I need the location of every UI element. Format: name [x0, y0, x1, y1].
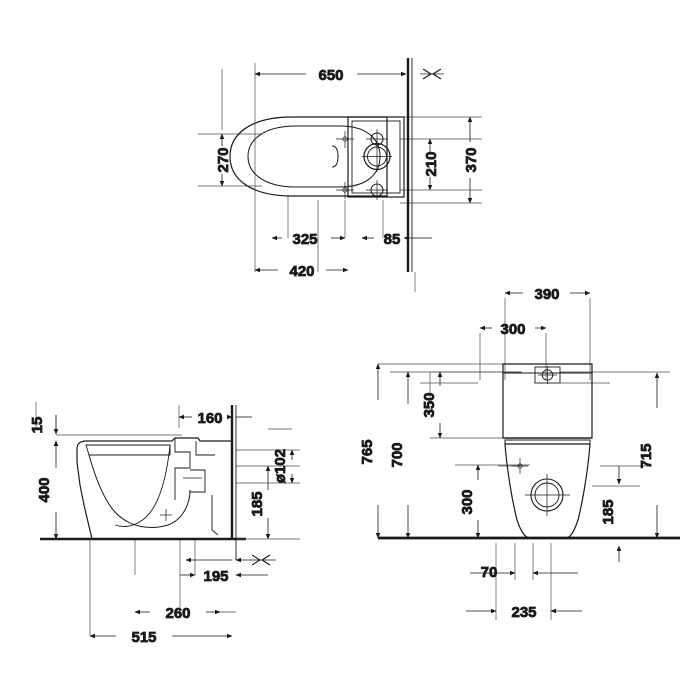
dim-350: 350	[421, 371, 443, 439]
bowl-front	[504, 443, 591, 539]
dim-420-label: 420	[289, 263, 314, 280]
dim-390: 390	[504, 286, 591, 303]
dim-650-label: 650	[318, 67, 343, 84]
dim-85-label: 85	[384, 231, 401, 248]
fixing-hole-marks-top	[336, 131, 354, 199]
dim-300-top: 300	[479, 321, 547, 338]
wall-line-top	[406, 58, 413, 272]
dim-85: 85	[361, 231, 432, 248]
dim-515: 515	[89, 629, 233, 646]
dim-185-side: 185	[236, 465, 300, 540]
side-view-extension-lines	[35, 402, 300, 636]
dim-715-label: 715	[638, 443, 655, 468]
dim-765-label: 765	[359, 439, 376, 464]
dim-350-label: 350	[421, 392, 438, 417]
dim-260: 260	[134, 605, 236, 622]
dim-370: 370	[463, 116, 480, 204]
dim-195: 195	[180, 554, 276, 585]
dim-235: 235	[466, 604, 582, 621]
dim-260-label: 260	[165, 605, 190, 622]
dim-102-label: ø102	[272, 449, 289, 483]
top-view: 650 270 210 370 325	[198, 58, 482, 280]
dim-210: 210	[423, 138, 440, 191]
dim-400: 400	[36, 440, 59, 540]
dim-700: 700	[389, 371, 411, 539]
fixing-mark-front	[512, 458, 528, 474]
dim-370-label: 370	[463, 147, 480, 172]
dim-715: 715	[638, 372, 660, 539]
dim-400-label: 400	[36, 477, 53, 502]
dim-700-label: 700	[389, 442, 406, 467]
toilet-pan-outline-top	[229, 116, 388, 197]
front-view-extension-lines	[378, 272, 670, 620]
dim-185-front-label: 185	[600, 499, 617, 524]
dim-650: 650	[254, 67, 444, 84]
dim-210-label: 210	[423, 151, 440, 176]
dim-270: 270	[215, 133, 232, 187]
dim-765: 765	[359, 363, 381, 539]
top-view-extension-lines	[198, 63, 482, 272]
front-view: 390 300 765 700 350	[359, 272, 680, 621]
dim-300-bottom: 300	[459, 464, 481, 539]
dim-102: ø102	[272, 448, 295, 484]
dim-325-label: 325	[292, 231, 317, 248]
dim-160: 160	[178, 410, 252, 427]
dim-420: 420	[254, 263, 349, 280]
dim-195-label: 195	[203, 568, 228, 585]
dim-235-label: 235	[511, 604, 536, 621]
dim-15: 15	[29, 415, 59, 447]
dim-70-label: 70	[481, 564, 498, 581]
dim-325: 325	[271, 231, 346, 248]
dim-300-top-label: 300	[500, 321, 525, 338]
cistern-plate-top	[336, 116, 405, 200]
dim-15-label: 15	[29, 417, 46, 434]
dim-185-front: 185	[600, 466, 622, 562]
toilet-profile-side	[76, 437, 233, 540]
side-view: 15 400 160 ø102 185	[29, 402, 300, 646]
dim-160-label: 160	[197, 410, 222, 427]
dim-70: 70	[470, 564, 578, 581]
flush-button-front	[534, 366, 561, 384]
dim-390-label: 390	[534, 286, 559, 303]
dim-185-side-label: 185	[249, 491, 266, 516]
dim-300-bottom-label: 300	[459, 489, 476, 514]
dim-270-label: 270	[215, 147, 232, 172]
cistern-front	[502, 363, 593, 445]
dim-515-label: 515	[131, 629, 156, 646]
